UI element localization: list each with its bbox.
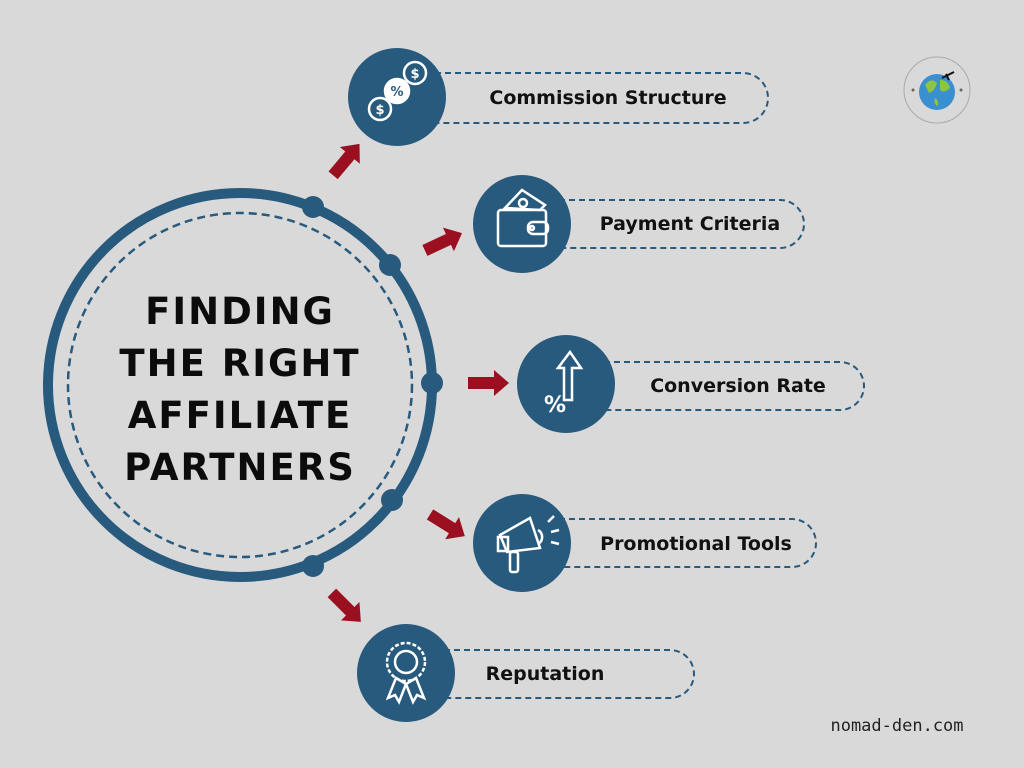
coins-percent-icon: $ $ % — [367, 60, 428, 122]
arrow-icon — [327, 588, 361, 622]
arrow-icon — [426, 509, 465, 540]
item-label: Commission Structure — [489, 87, 726, 109]
svg-text:%: % — [544, 393, 566, 418]
award-ribbon-icon — [385, 641, 427, 705]
label-pill — [524, 518, 817, 568]
item-conversion-rate: % Conversion Rate — [517, 335, 826, 433]
percent-arrow-up-icon: % — [544, 349, 584, 418]
item-label: Promotional Tools — [600, 533, 792, 555]
connector-dot — [421, 372, 443, 394]
logo — [903, 56, 971, 124]
connector-dot — [381, 489, 403, 511]
title-line: THE RIGHT — [119, 342, 360, 385]
arrow-icon — [468, 370, 509, 396]
item-reputation: Reputation — [357, 624, 604, 722]
item-promotional-tools: Promotional Tools — [473, 494, 792, 592]
connector-dot — [379, 254, 401, 276]
svg-text:$: $ — [410, 67, 419, 82]
connector-dot — [302, 555, 324, 577]
item-commission-structure: $ $ % Commission Structure — [348, 48, 727, 146]
item-label: Payment Criteria — [600, 213, 780, 235]
item-label: Conversion Rate — [650, 375, 826, 397]
title-line: PARTNERS — [124, 446, 356, 489]
central-hub: FINDING THE RIGHT AFFILIATE PARTNERS — [43, 188, 443, 582]
arrow-icon — [422, 227, 463, 256]
website-url: nomad-den.com — [830, 716, 963, 736]
svg-text:%: % — [390, 85, 403, 100]
wallet-icon — [496, 188, 550, 248]
svg-text:$: $ — [375, 103, 384, 118]
title-line: FINDING — [145, 290, 335, 333]
title-line: AFFILIATE — [128, 394, 353, 437]
item-payment-criteria: Payment Criteria — [473, 175, 780, 273]
megaphone-icon — [496, 515, 560, 574]
connector-dot — [302, 196, 324, 218]
arrow-icon — [328, 143, 360, 180]
item-label: Reputation — [486, 663, 605, 685]
